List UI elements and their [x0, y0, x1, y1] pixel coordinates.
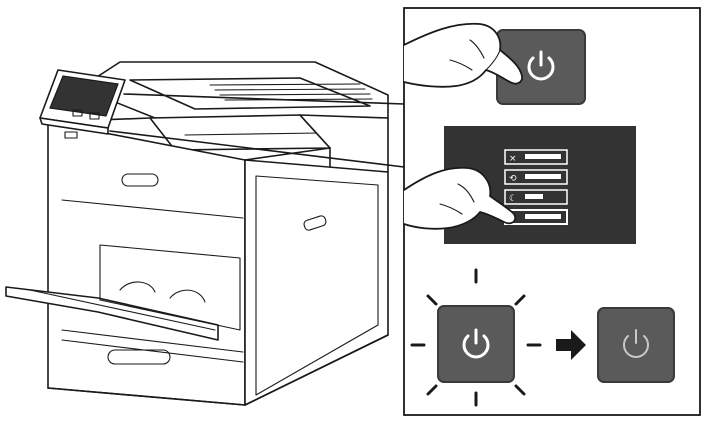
callout-line-top [123, 93, 405, 105]
step-press-power-button [403, 22, 586, 105]
power-icon [462, 328, 490, 359]
arrow-right-icon [556, 330, 586, 360]
step-select-power-off: × ⟲ ☾ ⏻ [403, 126, 636, 244]
sleep-moon-icon: ☾ [509, 194, 517, 204]
pointing-hand-icon [403, 22, 523, 88]
x-icon: × [509, 154, 517, 164]
pointing-hand-icon [403, 166, 517, 230]
power-icon [527, 50, 555, 81]
menu-option-sleep: ☾ [504, 189, 568, 205]
menu-option-cancel: × [504, 149, 568, 165]
restart-icon: ⟲ [509, 174, 517, 184]
menu-option-restart: ⟲ [504, 169, 568, 185]
callout-line-bottom [109, 130, 405, 168]
printer-illustration [5, 61, 389, 406]
power-button-off [597, 307, 675, 383]
blink-rays [410, 268, 542, 407]
panel-screen [49, 75, 119, 117]
power-icon [623, 329, 649, 358]
step-power-light-off [410, 268, 675, 407]
printer-handle-slot [121, 173, 159, 187]
